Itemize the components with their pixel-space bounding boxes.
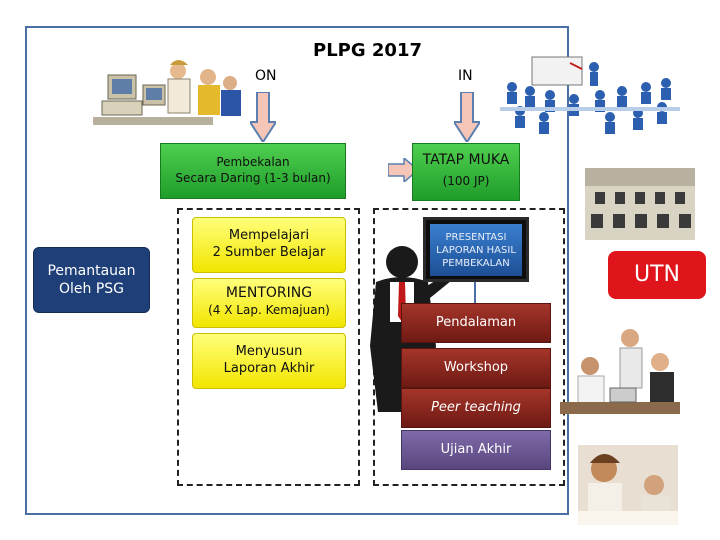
- mentoring-note: (4 X Lap. Kemajuan): [208, 303, 330, 317]
- right-arrow: [387, 156, 420, 186]
- mentoring-box: MENTORING (4 X Lap. Kemajuan): [192, 278, 346, 328]
- screen-stand: [474, 282, 476, 304]
- label-in: IN: [458, 68, 473, 84]
- classroom-illustration: [500, 55, 680, 135]
- pemantauan-psg-box: Pemantauan Oleh PSG: [33, 247, 150, 313]
- student-exam-photo: [578, 445, 678, 525]
- mentoring-label: MENTORING: [225, 285, 313, 301]
- ujian-akhir-box: Ujian Akhir: [401, 430, 551, 470]
- tatap-muka-note: (100 JP): [442, 174, 490, 188]
- presentation-screen: PRESENTASI LAPORAN HASIL PEMBEKALAN: [423, 217, 529, 282]
- presentasi-laporan: PRESENTASI LAPORAN HASIL PEMBEKALAN: [430, 224, 522, 276]
- tatap-muka-box: TATAP MUKA (100 JP): [412, 143, 520, 201]
- tatap-muka-label: TATAP MUKA: [422, 152, 510, 168]
- mempelajari-box: Mempelajari 2 Sumber Belajar: [192, 217, 346, 273]
- workshop-box: Workshop: [401, 348, 551, 388]
- down-arrow-on: [248, 91, 278, 146]
- label-on: ON: [255, 68, 277, 84]
- exam-hall-photo: [585, 168, 695, 240]
- peer-teaching-box: Peer teaching: [401, 388, 551, 428]
- diagram-title: PLPG 2017: [313, 40, 422, 61]
- online-learners-illustration: [88, 55, 248, 140]
- workshop-people-photo: [560, 322, 680, 432]
- pendalaman-box: Pendalaman: [401, 303, 551, 343]
- utn-badge: UTN: [608, 251, 706, 299]
- online-activities-group: [177, 208, 360, 486]
- down-arrow-in: [452, 91, 482, 146]
- pembekalan-daring-box: Pembekalan Secara Daring (1-3 bulan): [160, 143, 346, 199]
- laporan-akhir-box: Menyusun Laporan Akhir: [192, 333, 346, 389]
